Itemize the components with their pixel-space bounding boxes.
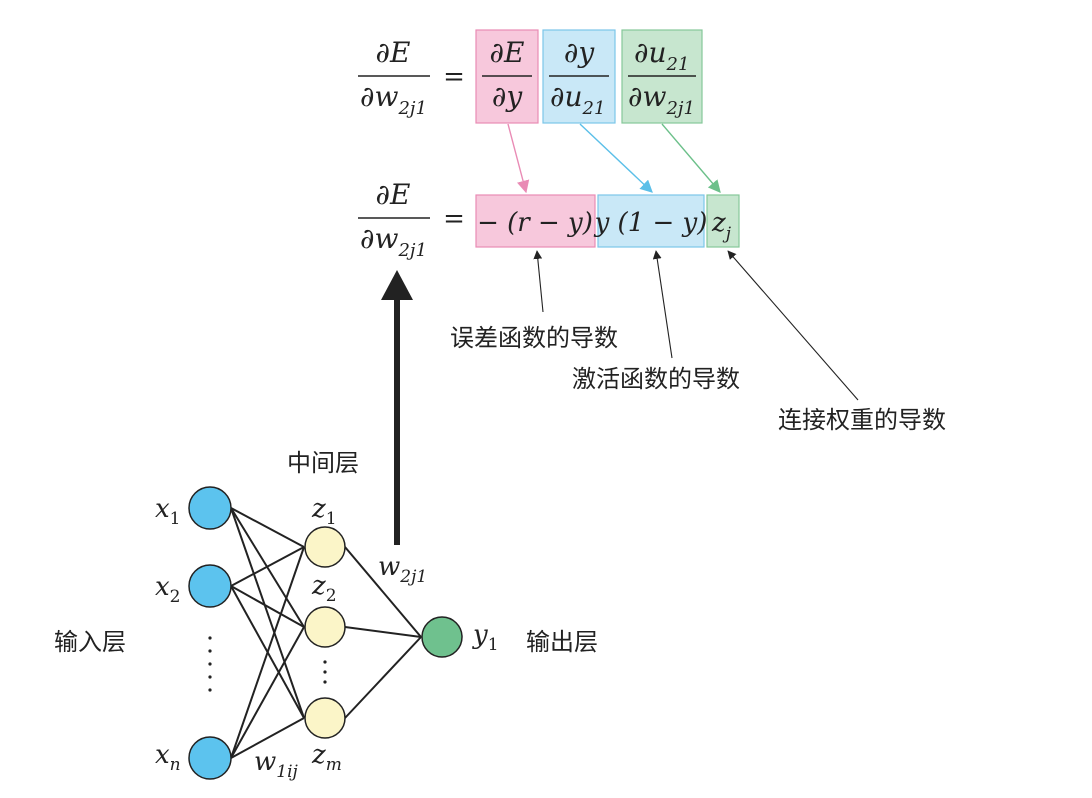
output-node-y1 (421, 616, 463, 658)
eq1-term-activation: ∂y ∂u21 (542, 29, 616, 124)
hidden-output-edges (344, 546, 422, 719)
input-node-x2 (188, 564, 232, 608)
input-ellipsis (208, 636, 212, 692)
label-error-derivative: 误差函数的导数 (450, 324, 618, 352)
eq1-lhs-numerator: ∂E (376, 36, 411, 69)
eq2-equals-sign: = (443, 204, 465, 234)
label-x2: x2 (155, 572, 181, 607)
annotation-arrow-error (533, 250, 544, 313)
eq2-term-weight-text: zj (711, 208, 732, 244)
eq2-term-error-border (475, 194, 596, 248)
edge-zm-y1 (344, 636, 422, 719)
edge-xn-z2 (230, 626, 305, 759)
eq1-term-weight-border (621, 29, 703, 124)
eq1-lhs-denominator: ∂w2j1 (360, 80, 427, 119)
label-weight-w1ij: w1ij (254, 747, 299, 782)
eq1-term-weight: ∂u21 ∂w2j1 (621, 29, 703, 124)
eq1-term-activation-denominator: ∂u21 (550, 80, 605, 119)
equation-2: ∂E ∂w2j1 = − (r − y) y (1 − y) zj (358, 178, 740, 261)
equation-1: ∂E ∂w2j1 = ∂E ∂y ∂y ∂u21 ∂u21 ∂w2j1 (358, 29, 703, 124)
eq1-equals-sign: = (443, 62, 465, 92)
label-input-layer: 输入层 (54, 628, 126, 656)
arrow-error-term (507, 123, 530, 194)
label-z2: z2 (311, 571, 337, 606)
eq2-term-activation-border (597, 194, 705, 248)
eq1-lhs-fraction: ∂E ∂w2j1 (358, 36, 430, 119)
eq1-term-error: ∂E ∂y (475, 29, 539, 124)
edge-x2-z2 (230, 585, 305, 628)
edge-x1-zm (230, 507, 305, 719)
eq1-term-weight-denominator: ∂w2j1 (628, 80, 695, 119)
label-xn: xn (155, 740, 181, 775)
hidden-node-zm (304, 697, 346, 739)
substitution-arrows (507, 123, 721, 194)
hidden-node-z2 (304, 606, 346, 648)
eq2-term-activation: y (1 − y) (594, 194, 708, 248)
eq1-term-error-numerator: ∂E (490, 36, 525, 69)
eq2-term-weight: zj (706, 194, 740, 248)
edge-x1-z1 (230, 507, 305, 548)
eq2-lhs-denominator: ∂w2j1 (360, 222, 427, 261)
hidden-node-z1 (304, 526, 346, 568)
input-node-xn (188, 736, 232, 780)
edge-z1-y1 (344, 546, 422, 638)
label-weight-derivative: 连接权重的导数 (778, 406, 946, 434)
arrow-activation-term (579, 123, 653, 193)
arrow-weight-term (661, 123, 721, 193)
eq2-term-error-text: − (r − y) (477, 208, 593, 238)
backprop-arrow (381, 270, 413, 545)
eq1-term-activation-border (542, 29, 616, 124)
label-zm: zm (311, 740, 342, 775)
edge-z2-y1 (344, 626, 422, 638)
label-activation-derivative: 激活函数的导数 (572, 365, 740, 393)
eq1-term-activation-numerator: ∂y (564, 36, 595, 69)
eq2-lhs-fraction: ∂E ∂w2j1 (358, 178, 430, 261)
eq2-lhs-numerator: ∂E (376, 178, 411, 211)
label-weight-w2j1: w2j1 (378, 552, 427, 587)
label-x1: x1 (155, 494, 181, 529)
annotations: 误差函数的导数 激活函数的导数 连接权重的导数 (450, 250, 946, 434)
eq1-term-error-border (475, 29, 539, 124)
label-y1: y1 (472, 620, 499, 655)
label-output-layer: 输出层 (526, 628, 598, 656)
eq2-term-weight-box (707, 195, 739, 247)
annotation-arrow-weight (727, 250, 859, 401)
eq1-term-weight-numerator: ∂u21 (634, 36, 689, 75)
input-node-x1 (188, 486, 232, 530)
eq2-term-activation-text: y (1 − y) (594, 208, 708, 238)
label-z1: z1 (311, 494, 337, 529)
edge-xn-z1 (230, 546, 305, 759)
eq2-term-error-box (476, 195, 595, 247)
eq1-term-error-denominator: ∂y (492, 80, 523, 113)
eq2-term-error: − (r − y) (475, 194, 596, 248)
edge-x2-z1 (230, 546, 305, 587)
hidden-ellipsis (323, 660, 327, 684)
label-hidden-layer: 中间层 (287, 449, 359, 477)
edge-xn-zm (230, 717, 305, 759)
input-hidden-edges (230, 507, 305, 759)
neural-network: x1 x2 xn z1 z2 zm y1 w2j1 w1ij 输入层 中间层 输… (54, 449, 598, 782)
eq2-term-weight-border (706, 194, 740, 248)
backprop-arrow-head (381, 270, 413, 300)
annotation-arrow-activation (652, 250, 673, 359)
eq2-term-activation-box (598, 195, 704, 247)
